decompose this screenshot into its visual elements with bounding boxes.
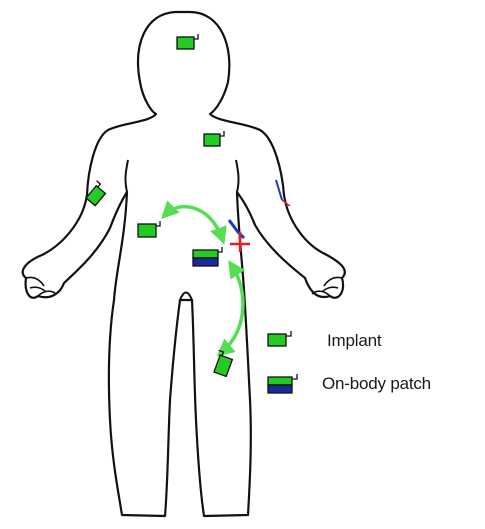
left-hand-fingers — [26, 277, 56, 296]
patch-hip — [193, 247, 222, 266]
legend-patch-label: On-body patch — [322, 374, 431, 394]
crotch-line — [180, 293, 192, 301]
legend-implant-icon — [268, 331, 291, 346]
left-inner-arm-line — [125, 160, 128, 192]
right-inner-arm-line — [236, 160, 239, 192]
implant-chest — [204, 131, 224, 146]
right-hand-fingers — [312, 277, 342, 296]
implant-head — [177, 34, 198, 49]
legend-implant-label: Implant — [327, 331, 381, 351]
legend-patch-icon — [268, 374, 297, 393]
implant-abdomen — [138, 221, 160, 237]
comm-arrow-upper — [166, 207, 222, 238]
implant-thigh — [211, 350, 234, 376]
human-body-outline — [23, 12, 345, 516]
comm-arrow-lower — [222, 266, 243, 352]
